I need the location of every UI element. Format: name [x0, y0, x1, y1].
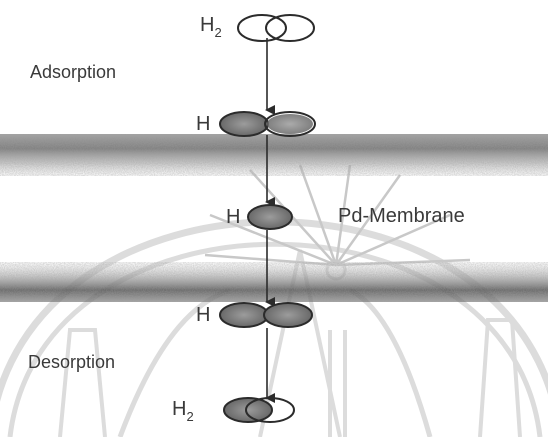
species-subscript: 2 — [214, 25, 221, 40]
species-label-upper: H — [196, 113, 210, 136]
species-symbol: H — [226, 206, 240, 228]
species-symbol: H — [172, 398, 186, 420]
species-subscript: 2 — [186, 409, 193, 424]
species-label-middle: H — [226, 206, 240, 229]
h2-molecule-gas-top — [238, 15, 314, 41]
species-label-top: H2 — [200, 14, 222, 37]
membrane-top-surface — [0, 134, 548, 176]
desorption-label: Desorption — [28, 352, 115, 373]
membrane-label: Pd-Membrane — [338, 205, 465, 228]
species-label-lower: H — [196, 304, 210, 327]
h-atom-diffusing — [248, 205, 292, 229]
species-symbol: H — [200, 14, 214, 36]
species-symbol: H — [196, 113, 210, 135]
watermark-emblem — [0, 222, 548, 437]
h-atoms-adsorbed — [220, 112, 315, 136]
species-label-bottom: H2 — [172, 398, 194, 421]
membrane-bottom-surface — [0, 262, 548, 302]
h2-molecule-gas-bottom — [224, 398, 294, 422]
h-atoms-recombining — [220, 303, 312, 327]
adsorption-label: Adsorption — [30, 62, 116, 83]
species-symbol: H — [196, 304, 210, 326]
